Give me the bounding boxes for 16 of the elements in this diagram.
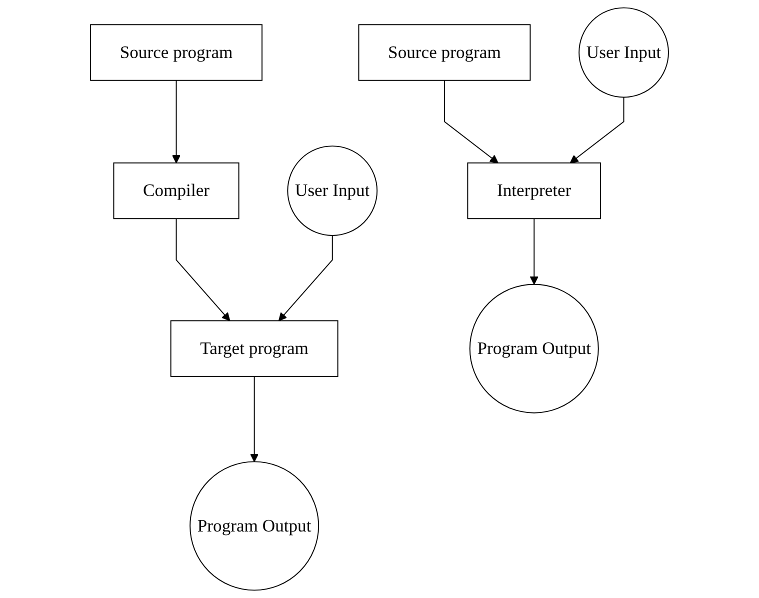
node-circle: Program Output (469, 284, 599, 414)
node-circle: User Input (287, 146, 378, 236)
node-box: Compiler (113, 162, 240, 220)
arrow (278, 234, 333, 322)
node-box: Source program (90, 24, 262, 81)
node-circle: User Input (578, 7, 669, 98)
arrow (172, 80, 181, 164)
arrow (530, 218, 538, 285)
arrow (176, 218, 230, 322)
node-box: Interpreter (467, 162, 602, 220)
arrow (444, 80, 498, 164)
node-box: Source program (358, 24, 531, 81)
arrow (250, 376, 259, 462)
node-box: Target program (170, 320, 338, 377)
node-circle: Program Output (190, 461, 320, 591)
arrow (570, 96, 624, 164)
